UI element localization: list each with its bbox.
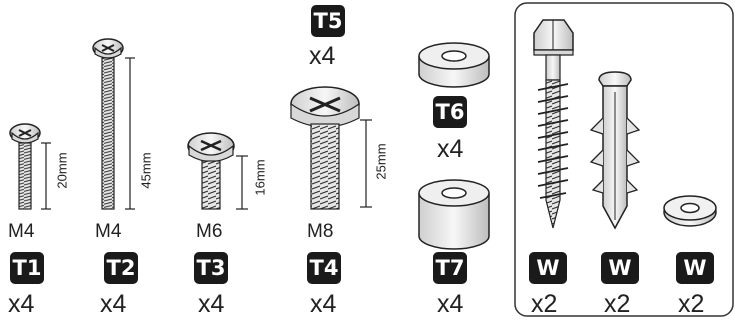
size-label-t1: M4 bbox=[8, 221, 35, 242]
screw-t1-icon bbox=[9, 123, 51, 210]
qty-t5: x4 bbox=[309, 42, 336, 70]
badge-t7: T7 bbox=[433, 252, 467, 284]
badge-w-washer: W bbox=[676, 252, 714, 284]
washer-icon bbox=[663, 195, 717, 227]
wall-plug-icon bbox=[589, 71, 641, 230]
badge-w-lag-bolt: W bbox=[529, 252, 567, 284]
size-label-t4: M8 bbox=[307, 221, 334, 242]
length-label-t3: 16mm bbox=[252, 159, 268, 196]
qty-t2: x4 bbox=[100, 290, 127, 318]
qty-t1: x4 bbox=[8, 290, 35, 318]
qty-t6: x4 bbox=[437, 135, 464, 163]
qty-t3: x4 bbox=[198, 290, 225, 318]
qty-t4: x4 bbox=[310, 290, 337, 318]
qty-t7: x4 bbox=[437, 290, 464, 318]
badge-w-wall-plug: W bbox=[601, 252, 639, 284]
spacer-t6-icon bbox=[418, 42, 490, 88]
spacer-t7-icon bbox=[418, 179, 490, 250]
wall-fixings-frame bbox=[514, 2, 734, 317]
lag-bolt-icon bbox=[533, 19, 574, 229]
length-label-t4: 25mm bbox=[373, 143, 389, 180]
screw-t4-icon bbox=[290, 86, 372, 210]
size-label-t3: M6 bbox=[196, 221, 223, 242]
badge-t6: T6 bbox=[433, 96, 467, 128]
badge-t2: T2 bbox=[104, 252, 138, 284]
length-label-t1: 20mm bbox=[54, 152, 70, 189]
badge-t5: T5 bbox=[311, 5, 345, 37]
screw-t3-icon bbox=[187, 132, 248, 210]
badge-t4: T4 bbox=[307, 252, 341, 284]
size-label-t2: M4 bbox=[95, 221, 122, 242]
length-label-t2: 45mm bbox=[138, 152, 154, 189]
badge-t3: T3 bbox=[194, 252, 228, 284]
screw-t2-icon bbox=[92, 38, 135, 210]
qty-w-lag-bolt: x2 bbox=[531, 290, 558, 318]
qty-w-washer: x2 bbox=[678, 290, 705, 318]
qty-w-wall-plug: x2 bbox=[604, 290, 631, 318]
badge-t1: T1 bbox=[10, 252, 44, 284]
